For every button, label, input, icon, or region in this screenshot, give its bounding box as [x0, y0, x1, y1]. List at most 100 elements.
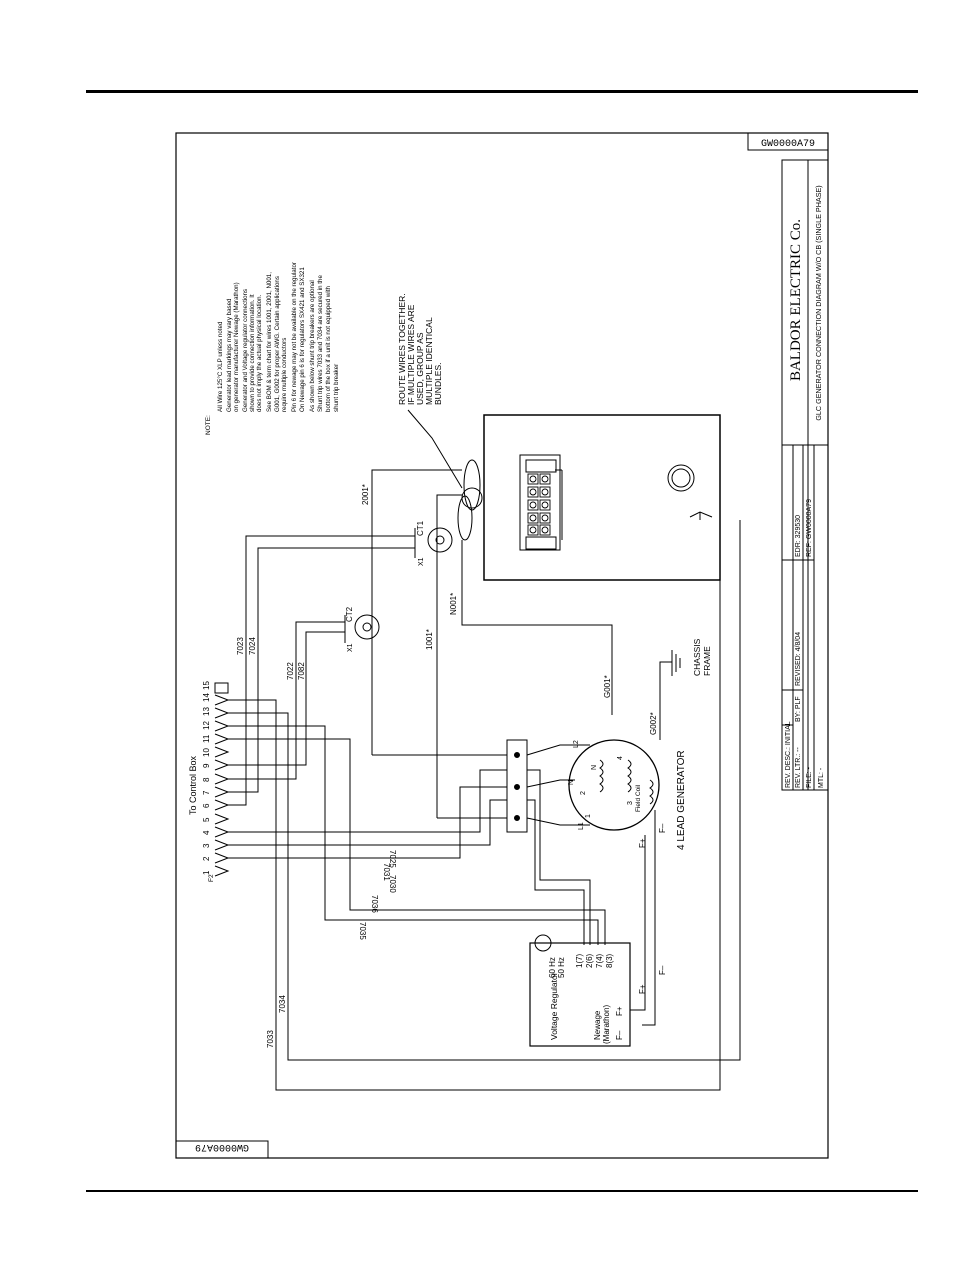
diagram-label: 7031 [382, 863, 391, 881]
diagram-label: 7033 [266, 1030, 275, 1048]
footer-rule [86, 1190, 918, 1192]
diagram-label: on generator manufacturer Newage (Marath… [233, 282, 240, 412]
diagram-label: 2001* [361, 484, 370, 505]
diagram-label: 12 [202, 721, 211, 730]
ct1-x1: X1 [418, 557, 425, 566]
diagram-label: 7035 [358, 922, 367, 940]
notes: NOTE: All Wire 125°C XLP unless noted Ge… [205, 262, 340, 435]
ct2-core [354, 614, 380, 640]
diagram-label: 1(7) [575, 953, 584, 968]
chassis-label-2: FRAME [702, 646, 712, 676]
mtl: MTL: - [818, 767, 825, 788]
route-note: ROUTE WIRES TOGETHER. IF MULTIPLE WIRES … [397, 293, 463, 489]
ref: REF: GW0000A79 [806, 499, 813, 557]
diagram-label: shown to provide connection information.… [249, 294, 256, 412]
regulator-title: Voltage Regulator [549, 972, 559, 1040]
diagram-label: 5 [202, 817, 211, 822]
control-box-label: To Control Box [188, 755, 198, 815]
diagram-label: N001* [449, 593, 458, 615]
generator-label: 4 LEAD GENERATOR [676, 750, 687, 850]
generator-symbol [568, 739, 660, 831]
diagram-label: USED, GROUP AS [415, 332, 425, 405]
diagram-label: 3 [202, 843, 211, 848]
diagram-label: 7025 [388, 850, 397, 868]
diagram-label: F+ [638, 984, 647, 994]
ct1-core [427, 527, 453, 553]
notes-heading: NOTE: [205, 415, 212, 435]
diagram-label: 7 [202, 790, 211, 795]
diagram-label: 1 [585, 814, 592, 818]
wire-labels: 7023 7024 7022 7082 1001* 2001* N001* G0… [236, 484, 658, 1048]
current-transformers [344, 527, 453, 643]
diagram-label: As shown below shunt trip breakers are o… [309, 280, 316, 412]
diagram-label: bottom of the box if a unit is not equip… [325, 286, 332, 412]
diagram-label: See BOM & term chart for wires 1001, 200… [266, 272, 273, 412]
voltage-regulator [529, 934, 631, 1047]
diagram-label: 8 [202, 777, 211, 782]
diagram-title: GLC GENERATOR CONNECTION DIAGRAM W/O CB … [814, 185, 823, 420]
diagram-label: 8(3) [605, 953, 614, 968]
diagram-label: F– [658, 823, 667, 833]
diagram-label: (Marathon) [602, 1005, 611, 1044]
diagram-label: 7082 [297, 662, 306, 680]
diagram-label: Generator and Voltage regulator connecti… [242, 289, 249, 412]
by: BY: PLF [795, 696, 802, 722]
diagram-label: IF MULTIPLE WIRES ARE [406, 304, 416, 405]
diagram-label: 9 [202, 763, 211, 768]
diagram-label: 11 [202, 734, 211, 743]
diagram-label: Newage [593, 1010, 602, 1040]
header-rule [86, 90, 918, 93]
rev-ltr: REV. LTR.: -- [795, 746, 802, 788]
drawing-number: GW0000A79 [761, 139, 815, 150]
diagram-label: L2 [573, 740, 580, 748]
diagram-label: N [591, 765, 598, 770]
edr: EDR: 329530 [795, 515, 802, 557]
diagram-label: 4 [617, 756, 624, 760]
diagram-label: 13 [202, 707, 211, 716]
wiring [228, 469, 741, 1091]
title-block: BALDOR ELECTRIC Co. GLC GENERATOR CONNEC… [781, 159, 829, 791]
diagram-label: Field Coil [635, 784, 642, 812]
ct1-label: CT1 [416, 520, 425, 536]
diagram-label: N [568, 780, 575, 785]
diagram-label: 3 [627, 801, 634, 805]
diagram-label: G001* [603, 675, 612, 698]
diagram-label: 7034 [278, 995, 287, 1013]
diagram-label: F+ [638, 838, 647, 848]
diagram-label: 7036 [370, 895, 379, 913]
diagram-label: 50 Hz [557, 957, 566, 978]
diagram-label: F+ [615, 1006, 624, 1016]
diagram-label: 7022 [286, 662, 295, 680]
diagram-label: 7030 [388, 875, 397, 893]
diagram-label: 1001* [425, 629, 434, 650]
diagram-label: 1 [202, 870, 211, 875]
diagram-label: 14 [202, 693, 211, 702]
diagram-label: L1 [578, 822, 585, 830]
diagram-label: 6 [202, 803, 211, 808]
diagram-label: ROUTE WIRES TOGETHER. [397, 293, 407, 405]
diagram-label: require multiple conductors [281, 338, 288, 412]
diagram-label: does not imply the actual physical locat… [256, 294, 263, 412]
diagram-label: Shunt trip wires 7033 and 7034 are secur… [317, 275, 324, 412]
diagram-label: All Wire 125°C XLP unless noted [217, 321, 224, 412]
company-name: BALDOR ELECTRIC Co. [788, 219, 804, 381]
diagram-label: 15 [202, 681, 211, 690]
diagram-label: BUNDLES. [433, 362, 443, 405]
diagram-label: MULTIPLE IDENTICAL [424, 317, 434, 405]
revised: REVISED: 4/8/04 [795, 632, 802, 686]
diagram-label: 7(4) [595, 953, 604, 968]
chassis-label-1: CHASSIS [692, 638, 702, 676]
ct2-x1: X1 [347, 643, 354, 652]
drawing-number-box [747, 132, 829, 151]
diagram-label: 2(6) [585, 953, 594, 968]
diagram-label: 7024 [248, 637, 257, 655]
diagram-label: 7023 [236, 637, 245, 655]
diagram-label: 10 [202, 748, 211, 757]
file: FILE: - [806, 766, 813, 788]
conduit-box [457, 414, 721, 581]
diagram-label: On Newage pin 6 is for regulators SX421 … [299, 267, 306, 412]
diagram-label: G001, G002 for proper AWG. Certain appli… [274, 276, 281, 412]
ct2-label: CT2 [345, 606, 354, 622]
diagram-label: G002* [649, 712, 658, 735]
